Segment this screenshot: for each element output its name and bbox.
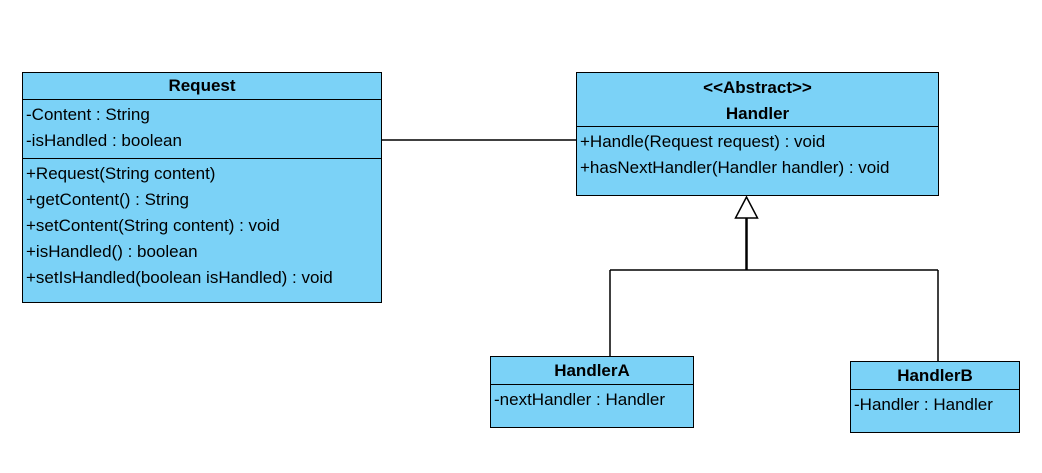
class-request-attributes: -Content : String -isHandled : boolean [23, 100, 381, 159]
attribute-content: -Content : String [26, 105, 150, 124]
class-request-name: Request [23, 73, 381, 100]
operation-setishandled: +setIsHandled(boolean isHandled) : void [26, 268, 333, 287]
class-handler-operations: +Handle(Request request) : void +hasNext… [577, 127, 938, 185]
class-request-operations: +Request(String content) +getContent() :… [23, 159, 381, 295]
operation-handle: +Handle(Request request) : void [580, 132, 826, 151]
class-handlera-attributes: -nextHandler : Handler [491, 385, 693, 417]
class-handlera[interactable]: HandlerA -nextHandler : Handler [490, 356, 694, 428]
class-handlera-name: HandlerA [491, 357, 693, 385]
class-handlerb[interactable]: HandlerB -Handler : Handler [850, 361, 1020, 433]
operation-hasnexthandler: +hasNextHandler(Handler handler) : void [580, 158, 890, 177]
class-handlerb-name: HandlerB [851, 362, 1019, 390]
operation-getcontent: +getContent() : String [26, 190, 190, 209]
operation-request: +Request(String content) [26, 164, 216, 183]
class-handler-header: <<Abstract>> Handler [577, 73, 938, 127]
attribute-nexthandler: -nextHandler : Handler [494, 390, 666, 409]
class-handlerb-attributes: -Handler : Handler [851, 390, 1019, 422]
class-request[interactable]: Request -Content : String -isHandled : b… [22, 72, 382, 303]
class-handler-name: Handler [725, 104, 790, 123]
generalization-arrowhead [734, 195, 759, 219]
attribute-ishandled: -isHandled : boolean [26, 131, 182, 150]
attribute-handler: -Handler : Handler [854, 395, 993, 414]
class-handler-stereotype: <<Abstract>> [703, 78, 812, 97]
class-handler[interactable]: <<Abstract>> Handler +Handle(Request req… [576, 72, 939, 196]
operation-ishandled: +isHandled() : boolean [26, 242, 198, 261]
operation-setcontent: +setContent(String content) : void [26, 216, 280, 235]
